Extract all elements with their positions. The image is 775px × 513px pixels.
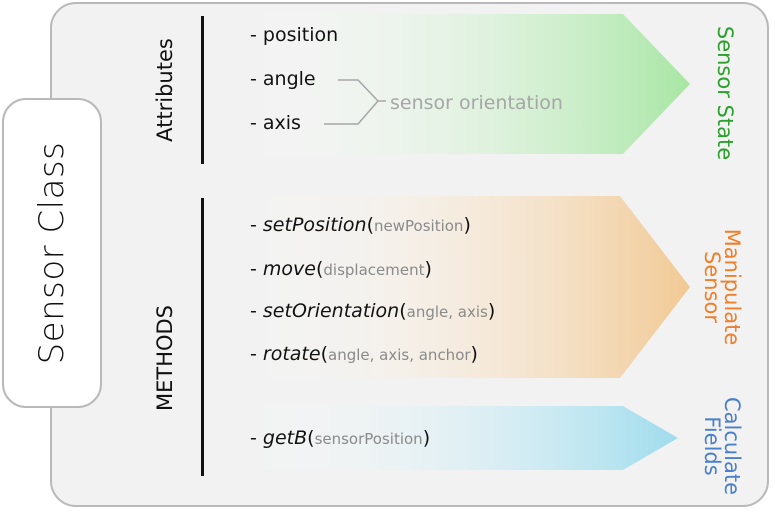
calculate-line2: Fields (700, 416, 724, 476)
calculate-arrow (240, 406, 678, 470)
attributes-divider (201, 16, 204, 164)
paren-close: ) (487, 300, 496, 322)
sensor-state-text: Sensor State (713, 25, 737, 161)
calculate-fields-label: Calculate Fields (700, 396, 744, 496)
bullet: - (250, 343, 263, 365)
method-set-position: - setPosition(newPosition) (250, 216, 471, 235)
paren-open: ( (315, 258, 324, 280)
method-args: newPosition (374, 217, 464, 235)
manipulate-arrow (240, 196, 690, 378)
method-args: angle, axis, anchor (328, 346, 471, 364)
bullet: - (250, 214, 263, 236)
method-get-b: - getB(sensorPosition) (250, 429, 430, 448)
orientation-bracket (324, 79, 386, 125)
sensor-orientation-note: sensor orientation (390, 92, 563, 114)
methods-label: METHODS (153, 304, 177, 412)
attribute-angle: - angle (250, 68, 316, 90)
paren-open: ( (366, 214, 375, 236)
bullet: - (250, 258, 263, 280)
method-args: displacement (323, 261, 425, 279)
attributes-label: Attributes (153, 38, 177, 142)
method-args: sensorPosition (314, 430, 423, 448)
paren-open: ( (399, 300, 407, 322)
manipulate-line1: Manipulate (720, 228, 744, 346)
attribute-position: - position (250, 24, 339, 46)
manipulate-line2: Sensor (700, 251, 724, 323)
method-name: setPosition (262, 214, 367, 236)
paren-open: ( (307, 427, 315, 449)
method-set-orientation: - setOrientation(angle, axis) (250, 302, 495, 321)
methods-divider (201, 198, 204, 476)
method-name: setOrientation (262, 300, 400, 322)
manipulate-sensor-label: Manipulate Sensor (700, 228, 744, 346)
method-move: - move(displacement) (250, 260, 432, 279)
method-rotate: - rotate(angle, axis, anchor) (250, 345, 478, 364)
paren-close: ) (422, 427, 431, 449)
attributes-arrow (240, 14, 690, 154)
bullet: - (250, 427, 263, 449)
attribute-axis: - axis (250, 112, 301, 134)
method-name: getB (262, 427, 308, 449)
sensor-class-box (2, 98, 102, 408)
method-args: angle, axis (406, 303, 488, 321)
bullet: - (250, 300, 263, 322)
paren-close: ) (470, 343, 478, 365)
calculate-line1: Calculate (720, 396, 744, 496)
method-name: move (262, 258, 316, 280)
paren-open: ( (320, 343, 328, 365)
sensor-state-label: Sensor State (713, 25, 737, 161)
paren-close: ) (424, 258, 432, 280)
paren-close: ) (463, 214, 471, 236)
method-name: rotate (262, 343, 321, 365)
